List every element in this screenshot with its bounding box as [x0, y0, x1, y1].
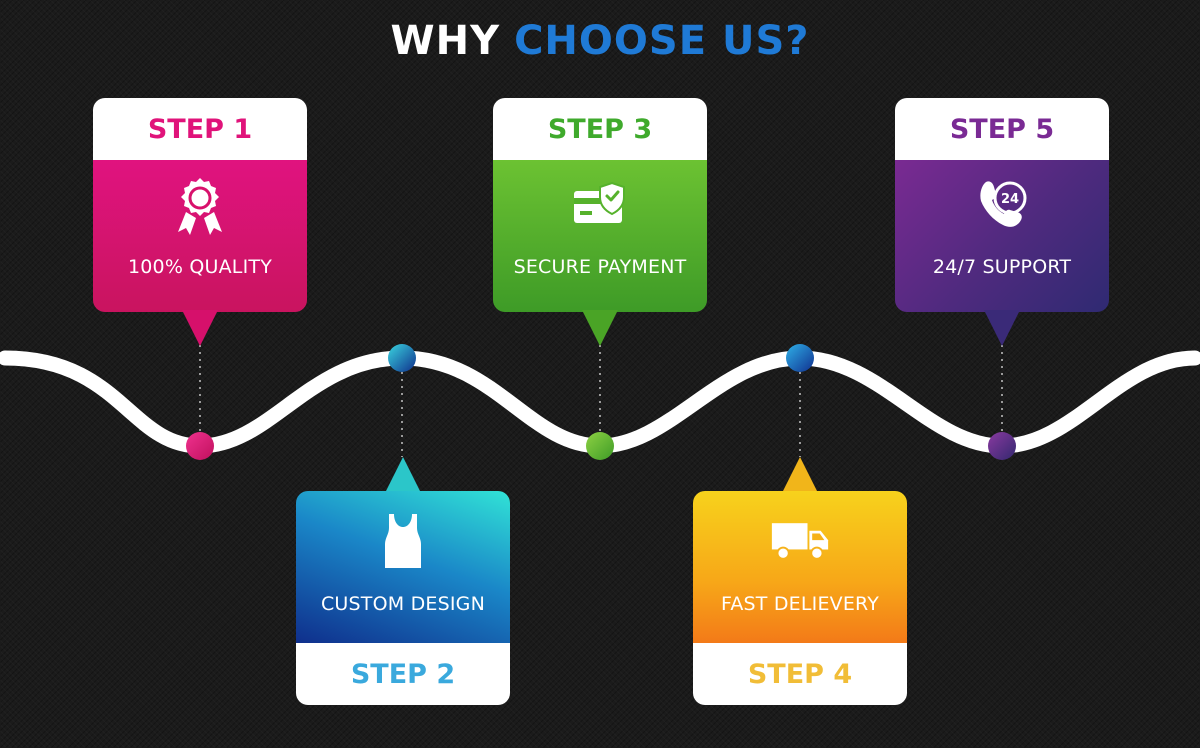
- step-card-1: STEP 1 100% QUALITY: [93, 98, 307, 346]
- timeline-dot-2: [388, 344, 416, 372]
- timeline-dot-4: [786, 344, 814, 372]
- step-5-heading: STEP 5: [895, 98, 1109, 160]
- step-4-heading: STEP 4: [693, 643, 907, 705]
- step-1-heading: STEP 1: [93, 98, 307, 160]
- tank-top-icon: [373, 511, 433, 571]
- step-card-3: STEP 3 SECURE PAYMENT: [493, 98, 707, 346]
- title-word-why: WHY: [390, 18, 501, 64]
- step-4-pointer: [782, 457, 818, 493]
- step-card-5: STEP 5 24 24/7 SUPPORT: [895, 98, 1109, 346]
- step-2-label: CUSTOM DESIGN: [320, 593, 486, 615]
- phone-24-icon: 24: [972, 176, 1032, 236]
- secure-card-icon: [570, 176, 630, 236]
- timeline-dot-1: [186, 432, 214, 460]
- step-2-body: CUSTOM DESIGN: [296, 491, 510, 643]
- page-title: WHY CHOOSE US?: [0, 18, 1200, 64]
- step-5-label: 24/7 SUPPORT: [932, 256, 1072, 278]
- step-5-pointer: [984, 310, 1020, 346]
- step-card-2: CUSTOM DESIGN STEP 2: [296, 457, 510, 705]
- step-5-body: 24 24/7 SUPPORT: [895, 160, 1109, 312]
- step-3-pointer: [582, 310, 618, 346]
- step-1-label: 100% QUALITY: [127, 256, 273, 278]
- step-4-label: FAST DELIEVERY: [720, 593, 880, 615]
- step-3-body: SECURE PAYMENT: [493, 160, 707, 312]
- timeline-dot-3: [586, 432, 614, 460]
- svg-text:24: 24: [1001, 192, 1019, 207]
- title-word-choose-us: CHOOSE US?: [514, 18, 810, 64]
- award-ribbon-icon: [170, 176, 230, 236]
- timeline-dot-5: [988, 432, 1016, 460]
- delivery-truck-icon: [770, 511, 830, 571]
- step-3-heading: STEP 3: [493, 98, 707, 160]
- step-2-pointer: [385, 457, 421, 493]
- step-3-label: SECURE PAYMENT: [513, 256, 687, 278]
- step-1-pointer: [182, 310, 218, 346]
- step-4-body: FAST DELIEVERY: [693, 491, 907, 643]
- step-2-heading: STEP 2: [296, 643, 510, 705]
- step-card-4: FAST DELIEVERY STEP 4: [693, 457, 907, 705]
- step-1-body: 100% QUALITY: [93, 160, 307, 312]
